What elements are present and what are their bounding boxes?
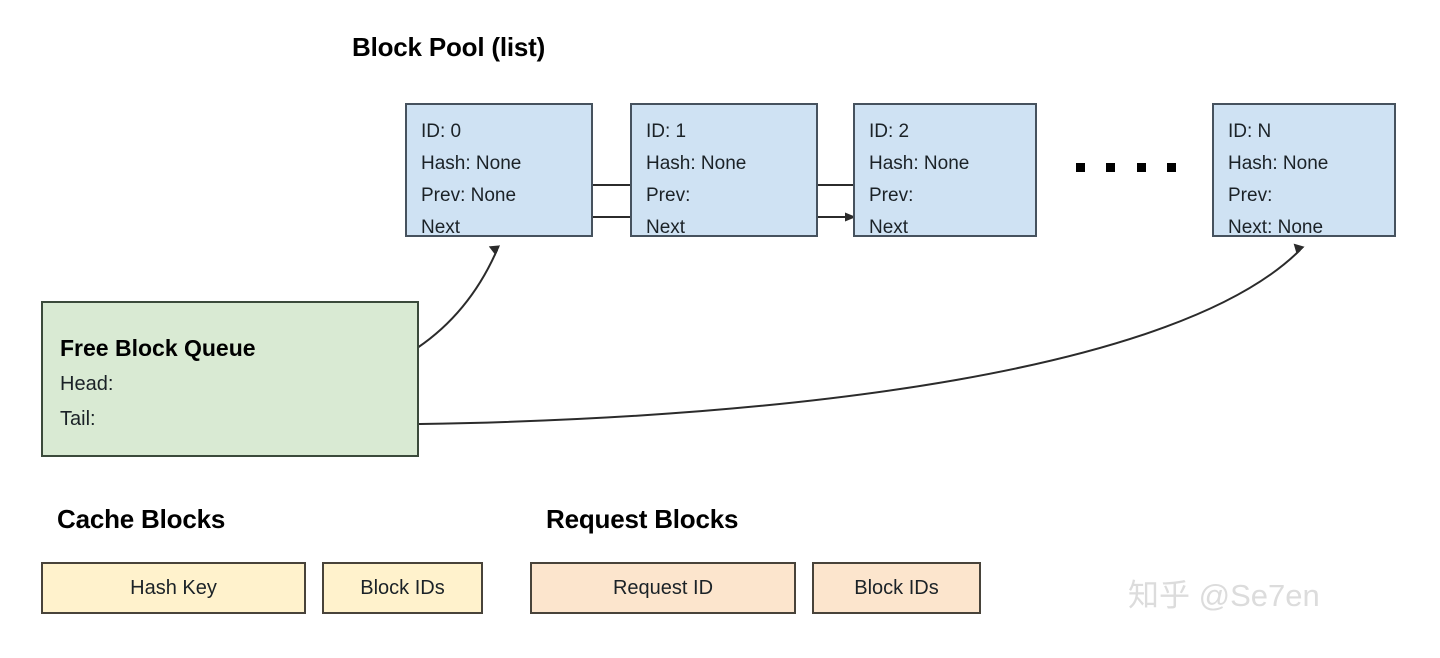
block-2-prev: Prev:	[869, 185, 914, 206]
block-node-1-fields: ID: 1 Hash: None Prev: Next	[646, 116, 746, 244]
block-n-hash: Hash: None	[1228, 153, 1329, 174]
block-1-hash: Hash: None	[646, 153, 747, 174]
block-n-prev: Prev:	[1228, 185, 1273, 206]
block-node-n-fields: ID: N Hash: None Prev: Next: None	[1228, 116, 1328, 244]
ellipsis-dot	[1106, 162, 1116, 172]
free-block-queue-head-label: Head:	[60, 373, 114, 395]
block-node-0[interactable]: ID: 0 Hash: None Prev: None Next	[405, 103, 593, 238]
ellipsis-dots	[1076, 160, 1176, 174]
request-blocks-title: Request Blocks	[546, 504, 739, 534]
free-block-queue-box[interactable]: Free Block Queue Head: Tail:	[41, 301, 419, 457]
block-0-id: ID: 0	[421, 121, 462, 142]
block-1-id: ID: 1	[646, 121, 687, 142]
ellipsis-dot	[1136, 162, 1146, 172]
block-0-prev: Prev: None	[421, 185, 517, 206]
block-1-next: Next	[646, 217, 686, 238]
free-block-queue-title: Free Block Queue	[60, 335, 256, 361]
cache-blocks-title: Cache Blocks	[57, 504, 226, 534]
ellipsis-dot	[1076, 162, 1085, 172]
watermark: 知乎 @Se7en	[1128, 578, 1320, 613]
request-block-ids-chip[interactable]: Block IDs	[812, 562, 981, 614]
cache-block-hash-key-chip[interactable]: Hash Key	[41, 562, 306, 614]
block-node-2-fields: ID: 2 Hash: None Prev: Next	[869, 116, 969, 244]
block-0-next: Next	[421, 217, 461, 238]
request-block-request-id-chip[interactable]: Request ID	[530, 562, 796, 614]
cache-block-ids-chip[interactable]: Block IDs	[322, 562, 483, 614]
block-n-id: ID: N	[1228, 121, 1272, 142]
block-1-prev: Prev:	[646, 185, 691, 206]
block-node-n[interactable]: ID: N Hash: None Prev: Next: None	[1212, 103, 1396, 238]
block-2-next: Next	[869, 217, 909, 238]
block-node-2[interactable]: ID: 2 Hash: None Prev: Next	[853, 103, 1037, 238]
block-2-id: ID: 2	[869, 121, 910, 142]
block-node-1[interactable]: ID: 1 Hash: None Prev: Next	[630, 103, 818, 238]
free-block-queue-tail-label: Tail:	[60, 408, 96, 430]
ellipsis-dot	[1166, 162, 1176, 172]
block-node-0-fields: ID: 0 Hash: None Prev: None Next	[421, 116, 521, 244]
block-0-hash: Hash: None	[421, 153, 522, 174]
block-2-hash: Hash: None	[869, 153, 970, 174]
block-n-next: Next: None	[1228, 217, 1324, 238]
page-title: Block Pool (list)	[352, 32, 546, 62]
